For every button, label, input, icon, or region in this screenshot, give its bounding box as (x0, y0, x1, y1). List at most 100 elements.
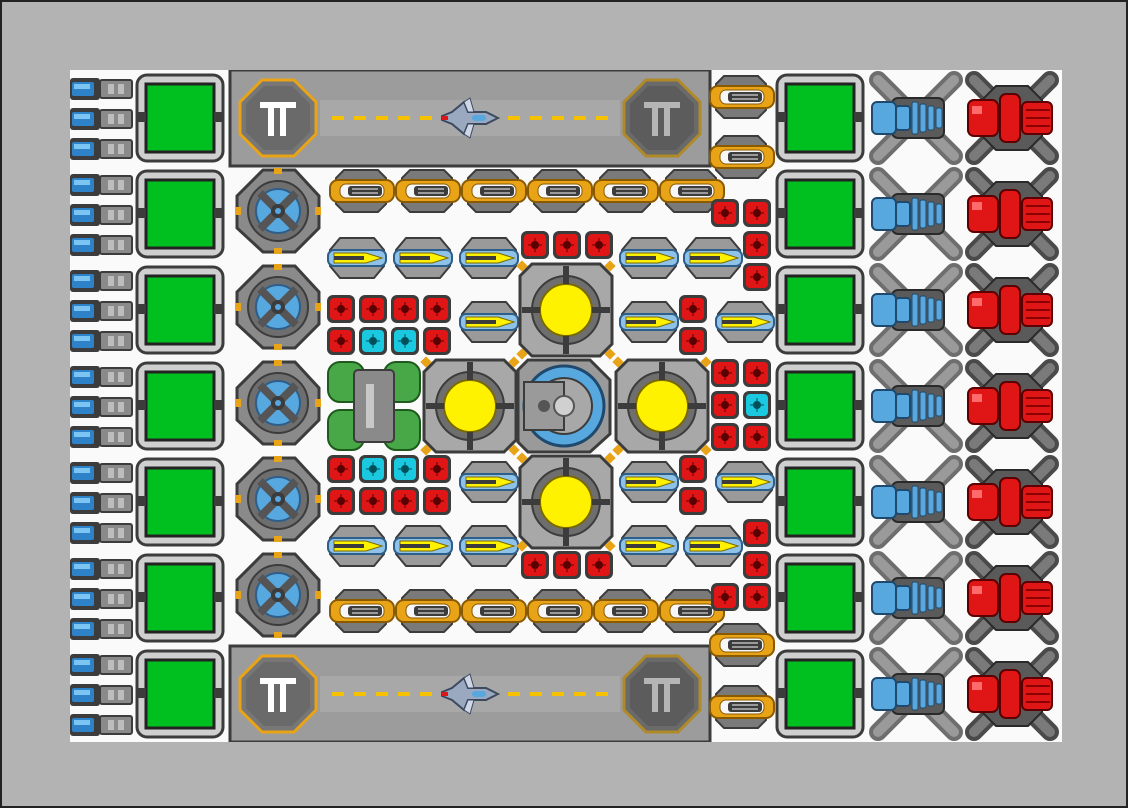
ammo-module-red[interactable] (422, 326, 452, 356)
cargo-bay[interactable] (775, 553, 865, 643)
missile-launcher-icon[interactable] (393, 525, 453, 567)
missile-launcher-icon[interactable] (327, 237, 387, 279)
missile-launcher-icon[interactable] (619, 525, 679, 567)
ion-engine-icon[interactable] (872, 176, 954, 252)
ammo-module-red[interactable] (742, 358, 772, 388)
ammo-module-red[interactable] (584, 230, 614, 260)
laser-turret-icon[interactable] (329, 589, 395, 633)
missile-launcher-icon[interactable] (715, 301, 775, 343)
ammo-module-red[interactable] (520, 230, 550, 260)
battery-cell-icon[interactable] (70, 425, 133, 449)
ion-engine-icon[interactable] (872, 656, 954, 732)
ion-engine-icon[interactable] (872, 272, 954, 348)
cargo-bay[interactable] (135, 553, 225, 643)
thruster-icon[interactable] (968, 464, 1052, 540)
laser-turret-icon[interactable] (395, 169, 461, 213)
shield-generator-icon[interactable] (235, 264, 321, 350)
battery-cell-icon[interactable] (70, 557, 133, 581)
ammo-module-red[interactable] (742, 518, 772, 548)
thruster-icon[interactable] (968, 560, 1052, 636)
cargo-bay[interactable] (135, 73, 225, 163)
missile-launcher-icon[interactable] (393, 237, 453, 279)
reactor-core-icon[interactable] (514, 450, 618, 554)
laser-turret-icon[interactable] (395, 589, 461, 633)
battery-cell-icon[interactable] (70, 461, 133, 485)
shield-generator-icon[interactable] (235, 552, 321, 638)
ammo-module-red[interactable] (742, 230, 772, 260)
ammo-module-red[interactable] (678, 454, 708, 484)
laser-turret-icon[interactable] (593, 589, 659, 633)
missile-launcher-icon[interactable] (459, 237, 519, 279)
missile-launcher-icon[interactable] (683, 525, 743, 567)
laser-turret-icon[interactable] (461, 589, 527, 633)
bridge-core[interactable] (516, 358, 612, 454)
ammo-module-cyan[interactable] (390, 454, 420, 484)
ammo-module-red[interactable] (710, 582, 740, 612)
ammo-module-red[interactable] (742, 262, 772, 292)
battery-cell-icon[interactable] (70, 395, 133, 419)
battery-cell-icon[interactable] (70, 587, 133, 611)
battery-cell-icon[interactable] (70, 653, 133, 677)
hangar-bottom[interactable] (228, 644, 712, 742)
ammo-module-red[interactable] (422, 454, 452, 484)
battery-cell-icon[interactable] (70, 137, 133, 161)
cargo-bay[interactable] (135, 265, 225, 355)
fuel-tank-cluster[interactable] (326, 360, 422, 452)
ammo-module-red[interactable] (678, 486, 708, 516)
shield-generator-icon[interactable] (235, 168, 321, 254)
ammo-module-red[interactable] (742, 550, 772, 580)
battery-cell-icon[interactable] (70, 299, 133, 323)
ammo-module-cyan[interactable] (358, 326, 388, 356)
thruster-icon[interactable] (968, 272, 1052, 348)
battery-cell-icon[interactable] (70, 713, 133, 737)
battery-cell-icon[interactable] (70, 491, 133, 515)
ammo-module-red[interactable] (710, 422, 740, 452)
ammo-module-red[interactable] (710, 198, 740, 228)
hangar-top[interactable] (228, 70, 712, 168)
missile-launcher-icon[interactable] (459, 301, 519, 343)
reactor-core-icon[interactable] (418, 354, 522, 458)
ammo-module-red[interactable] (742, 422, 772, 452)
missile-launcher-icon[interactable] (715, 461, 775, 503)
ammo-module-red[interactable] (552, 550, 582, 580)
ammo-module-red[interactable] (710, 358, 740, 388)
ammo-module-red[interactable] (326, 486, 356, 516)
ammo-module-red[interactable] (358, 294, 388, 324)
laser-turret-icon[interactable] (461, 169, 527, 213)
ammo-module-red[interactable] (390, 294, 420, 324)
thruster-icon[interactable] (968, 80, 1052, 156)
ion-engine-icon[interactable] (872, 368, 954, 444)
ion-engine-icon[interactable] (872, 80, 954, 156)
thruster-icon[interactable] (968, 368, 1052, 444)
ion-engine-icon[interactable] (872, 560, 954, 636)
cargo-bay[interactable] (775, 169, 865, 259)
battery-cell-icon[interactable] (70, 203, 133, 227)
thruster-icon[interactable] (968, 176, 1052, 252)
missile-launcher-icon[interactable] (619, 237, 679, 279)
reactor-core-icon[interactable] (610, 354, 714, 458)
ammo-module-red[interactable] (678, 294, 708, 324)
ammo-module-red[interactable] (710, 390, 740, 420)
cargo-bay[interactable] (775, 457, 865, 547)
missile-launcher-icon[interactable] (619, 301, 679, 343)
battery-cell-icon[interactable] (70, 77, 133, 101)
missile-launcher-icon[interactable] (327, 525, 387, 567)
cargo-bay[interactable] (135, 457, 225, 547)
missile-launcher-icon[interactable] (683, 237, 743, 279)
battery-cell-icon[interactable] (70, 233, 133, 257)
laser-turret-icon[interactable] (527, 169, 593, 213)
ammo-module-red[interactable] (742, 198, 772, 228)
missile-launcher-icon[interactable] (459, 525, 519, 567)
ammo-module-red[interactable] (326, 294, 356, 324)
ammo-module-red[interactable] (358, 486, 388, 516)
laser-turret-icon[interactable] (527, 589, 593, 633)
ammo-module-red[interactable] (520, 550, 550, 580)
ammo-module-cyan[interactable] (390, 326, 420, 356)
thruster-icon[interactable] (968, 656, 1052, 732)
laser-turret-icon[interactable] (593, 169, 659, 213)
cargo-bay[interactable] (135, 361, 225, 451)
cargo-bay[interactable] (775, 649, 865, 739)
ion-engine-icon[interactable] (872, 464, 954, 540)
ammo-module-red[interactable] (742, 582, 772, 612)
ammo-module-red[interactable] (326, 454, 356, 484)
